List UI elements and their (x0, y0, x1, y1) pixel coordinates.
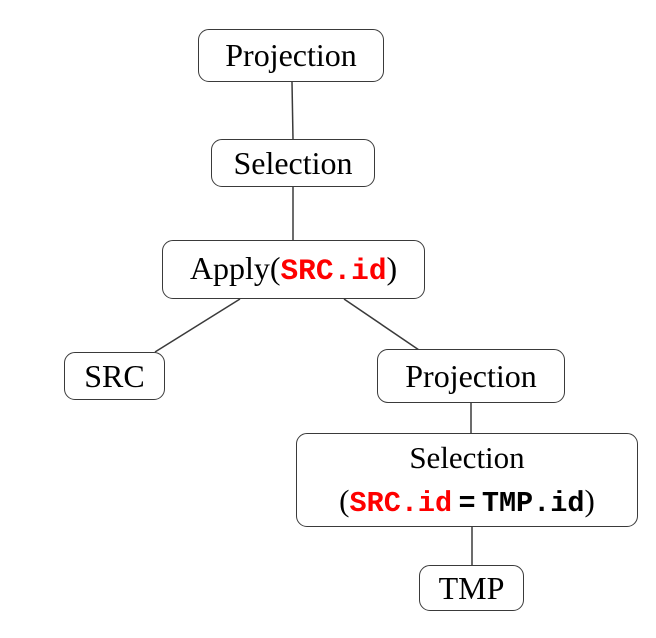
selection-join-title: Selection (409, 439, 525, 475)
close-paren: ) (584, 483, 595, 519)
apply-prefix: Apply( (189, 250, 281, 287)
node-projection-right: Projection (377, 349, 565, 403)
node-apply: Apply(SRC.id) (162, 240, 425, 299)
selection-join-predicate: (SRC.id=TMP.id) (339, 479, 595, 524)
edge-projection-selection (291, 81, 294, 140)
node-label: Selection (233, 144, 353, 181)
edge-apply-src (154, 298, 241, 353)
predicate-right-operand: TMP.id (481, 487, 585, 521)
predicate-operator: = (458, 487, 476, 521)
node-tmp: TMP (419, 565, 524, 611)
node-selection-join: Selection (SRC.id=TMP.id) (296, 433, 638, 527)
predicate-left-operand: SRC.id (349, 487, 453, 521)
apply-argument: SRC.id (280, 254, 387, 289)
node-selection-top: Selection (211, 139, 375, 187)
open-paren: ( (339, 483, 350, 519)
node-src: SRC (64, 352, 165, 400)
node-label: Projection (225, 37, 357, 74)
edge-apply-projection (343, 298, 420, 351)
node-label: Projection (405, 357, 537, 394)
node-label: Apply(SRC.id) (190, 250, 397, 289)
node-label: SRC (84, 357, 145, 394)
node-projection-top: Projection (198, 29, 384, 82)
apply-suffix: ) (386, 250, 398, 287)
node-label: TMP (438, 569, 505, 606)
